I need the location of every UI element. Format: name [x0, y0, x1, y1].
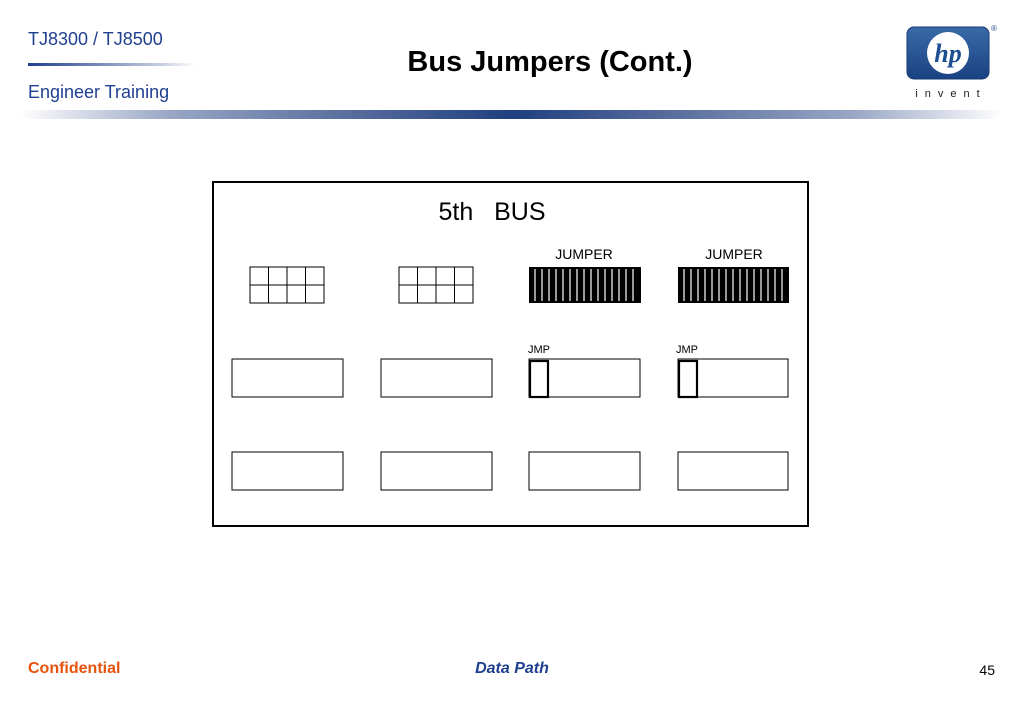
- slide-title: Bus Jumpers (Cont.): [407, 46, 693, 78]
- jmp-label-1: JMP: [528, 344, 550, 356]
- header-department: Engineer Training: [28, 82, 170, 102]
- trademark-symbol: ®: [991, 24, 997, 33]
- slot-mid-2: [380, 358, 493, 398]
- footer-confidential: Confidential: [28, 660, 121, 677]
- header-product: TJ8300 / TJ8500: [28, 29, 163, 49]
- jmp-cap-2: [677, 359, 699, 399]
- jumper-block-1: [529, 267, 641, 303]
- jumper-label-1: JUMPER: [555, 246, 613, 262]
- slot-bottom-4: [677, 451, 789, 491]
- slot-bottom-3: [528, 451, 641, 491]
- jmp-label-2: JMP: [676, 344, 698, 356]
- slot-mid-1: [231, 358, 344, 398]
- connector-grid-2: [398, 266, 474, 304]
- footer-section: Data Path: [475, 660, 549, 677]
- slot-bottom-2: [380, 451, 493, 491]
- jmp-cap-1: [528, 359, 550, 399]
- page-number: 45: [979, 662, 995, 678]
- jumper-label-2: JUMPER: [705, 246, 763, 262]
- diagram-title: 5th BUS: [439, 198, 546, 226]
- slot-bottom-1: [231, 451, 344, 491]
- header-divider: [28, 63, 196, 66]
- bus-jumper-diagram: 5th BUS JUMPER JUMPER: [212, 181, 809, 527]
- hp-logo-icon: hp: [906, 26, 990, 80]
- hp-tagline: invent: [915, 88, 987, 100]
- jumper-block-2: [678, 267, 789, 303]
- hp-logo-text: hp: [934, 39, 961, 68]
- connector-grid-1: [249, 266, 325, 304]
- header-gradient-bar: [20, 110, 1003, 119]
